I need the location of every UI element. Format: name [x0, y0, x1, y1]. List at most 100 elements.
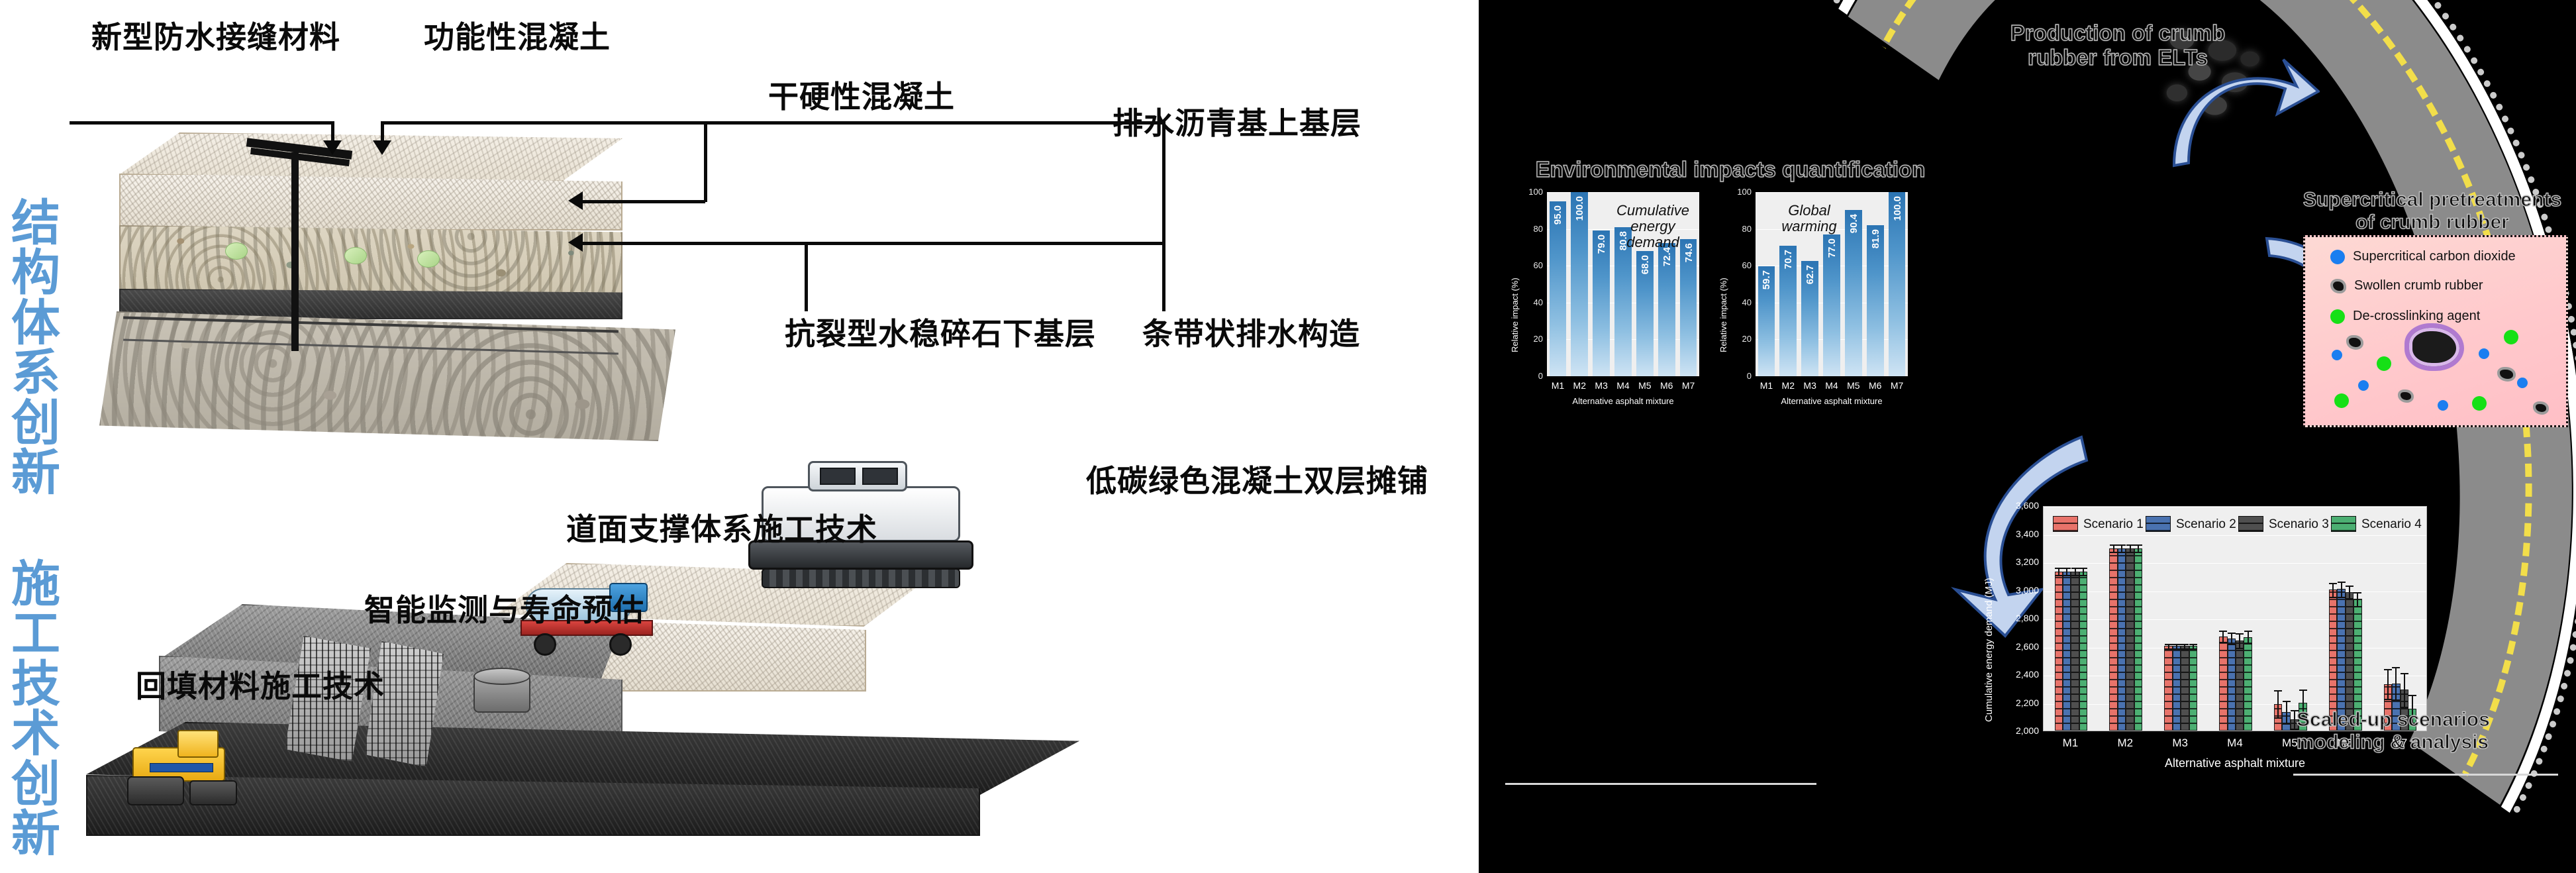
bar-value-label: 95.0	[1552, 205, 1564, 225]
error-bar-cap	[2299, 690, 2307, 692]
callout-functional-concrete: 功能性混凝土	[424, 19, 611, 55]
y-tick-label: 100	[1528, 187, 1543, 197]
leader-drop-joint-material	[331, 121, 334, 142]
pretreatment-legend-box: Supercritical carbon dioxide Swollen cru…	[2303, 235, 2568, 427]
error-bar	[2184, 643, 2186, 649]
y-tick-label: 80	[1742, 223, 1752, 234]
error-bar-cap	[2282, 701, 2291, 703]
swirl-arrow-lower	[1950, 435, 2089, 638]
bar-hatch-pattern	[2393, 684, 2400, 731]
y-tick-label: 2,600	[2015, 641, 2039, 652]
yellow-roller-machine	[126, 730, 278, 812]
bar-hatch-pattern	[2118, 548, 2126, 731]
bar-value-label: 77.0	[1826, 238, 1838, 258]
bar-hatch-pattern	[2165, 646, 2172, 731]
bar	[1823, 234, 1840, 376]
bar-hatch-pattern	[2173, 646, 2181, 731]
agent-dot	[2377, 356, 2391, 371]
error-bar-cap	[2227, 633, 2236, 635]
callout-pavement-support-system: 道面支撑体系施工技术	[566, 511, 877, 547]
bar-value-label: 81.9	[1869, 229, 1881, 249]
legend-row-supercritical-co2: Supercritical carbon dioxide	[2330, 249, 2516, 264]
error-bar-cap	[2164, 648, 2173, 650]
error-bar-cap	[2054, 568, 2063, 570]
error-bar	[2302, 690, 2304, 717]
leader-drop-functional-concrete	[381, 121, 384, 142]
error-bar-cap	[2400, 706, 2408, 708]
leader-line-joint-material	[70, 121, 334, 125]
error-bar	[2294, 710, 2296, 729]
left-panel-structure-construction: 结构体系创新 施工技术创新	[11, 19, 1428, 860]
grouped-bar	[2117, 548, 2126, 731]
error-bar	[2387, 669, 2389, 699]
legend-chip-hatch	[2054, 517, 2077, 531]
legend-chip-hatch	[2239, 517, 2263, 531]
co2-dot	[2517, 378, 2528, 388]
error-bar-cap	[2353, 605, 2362, 607]
error-bar	[2239, 633, 2241, 648]
x-category-label: M7	[1890, 380, 1904, 391]
swollen-crumb-rubber-particle-icon	[2330, 278, 2346, 293]
co2-dot	[2438, 400, 2448, 411]
x-category-label: M7	[1681, 380, 1695, 391]
legend-chip	[2053, 516, 2078, 532]
bar-value-label: 100.0	[1574, 196, 1586, 221]
error-bar-cap	[2164, 643, 2173, 645]
bar-hatch-pattern	[2228, 639, 2235, 731]
leader-drop-subbase	[805, 242, 808, 311]
gridline	[2044, 563, 2426, 564]
legend-label-supercritical-co2: Supercritical carbon dioxide	[2353, 249, 2516, 264]
legend-label-de-crosslinking-agent: De-crosslinking agent	[2353, 309, 2481, 323]
pavement-structure-diagram	[99, 113, 762, 444]
x-category-label: M5	[2282, 737, 2298, 749]
legend-label: Scenario 3	[2269, 517, 2329, 531]
error-bar	[2083, 568, 2085, 576]
legend-label: Scenario 2	[2176, 517, 2236, 531]
error-bar-cap	[2392, 667, 2401, 669]
error-bar-cap	[2118, 552, 2126, 553]
x-category-label: M1	[1551, 380, 1565, 391]
bar	[1758, 266, 1775, 376]
grouped-bar	[2109, 548, 2118, 731]
error-bar-cap	[2071, 575, 2079, 577]
error-bar-cap	[2134, 552, 2142, 553]
error-bar	[2192, 643, 2194, 649]
waterproof-joint-seal-vertical	[291, 152, 299, 351]
rubber-particle	[2398, 389, 2414, 403]
x-category-label: M1	[1759, 380, 1773, 391]
x-category-label: M4	[2227, 737, 2243, 749]
error-bar-cap	[2282, 723, 2291, 725]
error-bar	[2175, 643, 2177, 649]
bar	[1571, 192, 1589, 376]
grouped-bar	[2227, 638, 2236, 731]
error-bar	[2222, 631, 2224, 642]
legend-row-swollen-crumb-rubber: Swollen crumb rubber	[2330, 278, 2483, 293]
error-bar	[2340, 581, 2342, 597]
error-bar-cap	[2079, 568, 2088, 570]
error-bar-cap	[2079, 575, 2088, 577]
leader-line-functional-concrete	[381, 121, 705, 125]
error-bar-cap	[2189, 643, 2197, 645]
error-bar-cap	[2274, 690, 2283, 692]
error-bar-cap	[2181, 648, 2189, 650]
grouped-bar	[2172, 646, 2181, 731]
side-title-structure-innovation: 结构体系创新	[11, 195, 60, 502]
x-category-label: M3	[2172, 737, 2188, 749]
grouped-bar	[2054, 571, 2063, 731]
agent-dot	[2334, 393, 2349, 408]
x-category-label: M3	[1803, 380, 1816, 391]
error-bar-cap	[2189, 648, 2197, 650]
right-panel-lca-graphical-abstract: Production of crumb rubber from ELTs Env…	[1479, 0, 2576, 873]
error-bar-cap	[2244, 643, 2252, 645]
x-category-label: M2	[1781, 380, 1795, 391]
leader-line-subbase	[583, 242, 1162, 245]
error-bar	[2403, 672, 2405, 707]
callout-drainage-asphalt-upper-base: 排水沥青基上基层	[1113, 105, 1362, 141]
x-category-label: M5	[1847, 380, 1860, 391]
callout-intelligent-monitoring: 智能监测与寿命预估	[364, 592, 644, 628]
error-bar-cap	[2345, 598, 2353, 600]
chart2-y-axis-title: Relative impact (%)	[1718, 278, 1728, 352]
arrow-functional-concrete	[373, 140, 391, 155]
